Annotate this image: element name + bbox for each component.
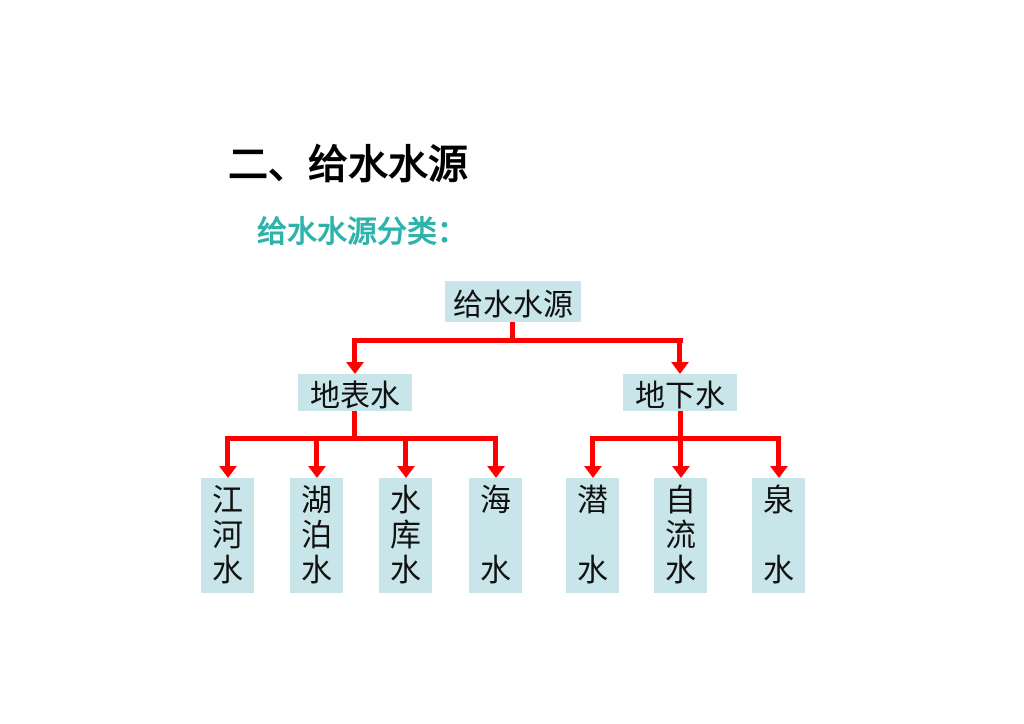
- arrow-down-icon: [584, 466, 602, 478]
- node-surface-water: 地表水: [298, 374, 412, 413]
- arrow-down-icon: [487, 466, 505, 478]
- leaf-spring-water: 泉水: [752, 478, 805, 593]
- arrow-down-icon: [219, 466, 237, 478]
- arrow-down-icon: [308, 466, 326, 478]
- slide-subtitle: 给水水源分类：: [257, 216, 467, 249]
- arrow-down-icon: [770, 466, 788, 478]
- connector-to-surface-shaft: [352, 343, 357, 363]
- connector-to-spring-shaft: [776, 441, 781, 466]
- connector-to-ground-shaft: [677, 343, 682, 363]
- connector-ground-stub: [678, 411, 683, 441]
- connector-to-lake-shaft: [314, 441, 319, 466]
- connector-root-stub: [510, 322, 515, 343]
- node-water-supply-source: 给水水源: [445, 281, 581, 322]
- connector-to-river-shaft: [225, 441, 230, 466]
- arrow-down-icon: [671, 362, 689, 374]
- arrow-down-icon: [672, 466, 690, 478]
- arrow-down-icon: [397, 466, 415, 478]
- node-ground-water: 地下水: [623, 374, 737, 413]
- connector-level1-hline: [352, 338, 683, 343]
- leaf-sea-water: 海水: [469, 478, 522, 593]
- connector-surface-hline: [225, 436, 498, 441]
- leaf-reservoir-water: 水库水: [379, 478, 432, 593]
- connector-to-reservoir-shaft: [403, 441, 408, 466]
- arrow-down-icon: [346, 362, 364, 374]
- leaf-river-water: 江河水: [201, 478, 254, 593]
- leaf-lake-water: 湖泊水: [290, 478, 343, 593]
- connector-to-sea-shaft: [493, 441, 498, 466]
- connector-surface-stub: [352, 411, 357, 441]
- slide-title: 二、给水水源: [228, 143, 468, 187]
- leaf-phreatic-water: 潜水: [566, 478, 619, 593]
- connector-to-artesian-shaft: [678, 441, 683, 466]
- connector-to-phreatic-shaft: [590, 441, 595, 466]
- connector-ground-hline: [590, 436, 781, 441]
- leaf-artesian-water: 自流水: [654, 478, 707, 593]
